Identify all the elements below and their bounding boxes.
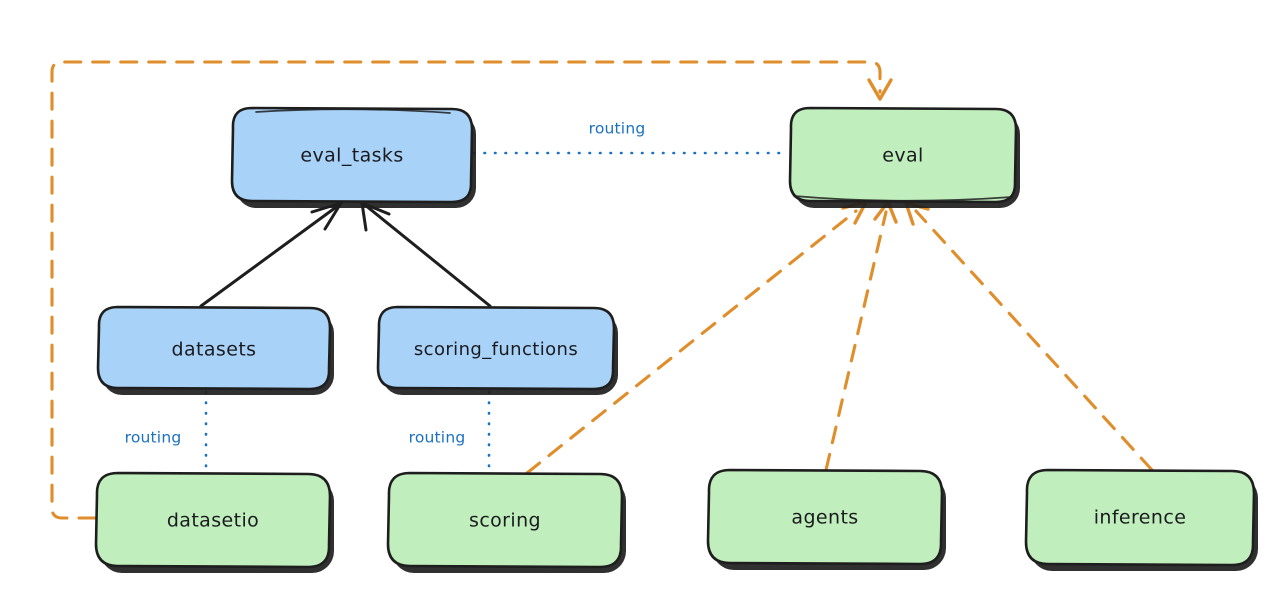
node-datasetio[interactable]: datasetio	[94, 471, 334, 573]
dependency-edge-agents-eval[interactable]	[824, 200, 898, 472]
node-eval[interactable]: eval	[788, 106, 1020, 208]
node-inference-outline	[1024, 468, 1256, 567]
node-scoring_functions-label: scoring_functions	[414, 339, 578, 360]
node-eval-fill	[790, 108, 1016, 202]
dependency-edge-inference-eval[interactable]	[904, 201, 1154, 472]
node-datasetio-label: datasetio	[167, 510, 259, 532]
node-eval-sketch	[793, 195, 1013, 202]
node-eval_tasks-outline	[230, 106, 474, 204]
node-agents-label: agents	[791, 507, 858, 529]
node-datasetio-fill	[96, 473, 330, 567]
node-eval-label: eval	[882, 145, 923, 167]
node-eval_tasks-sketch	[255, 108, 451, 114]
node-agents[interactable]: agents	[706, 468, 946, 570]
dependency-edges-group	[50, 60, 1154, 520]
node-inference[interactable]: inference	[1024, 468, 1258, 571]
node-datasets-outline	[96, 305, 332, 391]
node-eval_tasks-label: eval_tasks	[300, 145, 403, 167]
routing-label-scoring_functions-scoring: routing	[409, 429, 466, 447]
composition-edge-datasets-eval_tasks[interactable]	[199, 201, 343, 308]
node-inference-fill	[1026, 470, 1254, 565]
node-datasetio-outline	[94, 471, 332, 569]
dependency-edge-datasetio-eval[interactable]	[50, 60, 893, 520]
node-inference-label: inference	[1094, 507, 1187, 529]
routing-labels-group: routing routing routing	[125, 120, 646, 447]
node-scoring-outline	[386, 471, 624, 569]
node-datasets-label: datasets	[172, 339, 257, 361]
node-agents-fill	[708, 470, 942, 564]
node-agents-outline	[706, 468, 944, 566]
node-scoring-fill	[388, 473, 622, 567]
node-eval-outline	[788, 106, 1018, 204]
node-scoring_functions-outline	[376, 305, 616, 391]
composition-edge-scoring_functions-eval_tasks[interactable]	[360, 201, 492, 308]
node-scoring_functions-fill	[378, 307, 614, 389]
routing-label-datasets-datasetio: routing	[125, 429, 182, 447]
node-datasets-fill	[98, 307, 330, 389]
node-datasets[interactable]: datasets	[96, 305, 334, 395]
node-eval_tasks[interactable]: eval_tasks	[230, 106, 476, 208]
routing-label-eval_tasks-eval: routing	[589, 120, 646, 138]
routing-edges-group	[204, 151, 790, 473]
node-eval_tasks-fill	[232, 108, 472, 202]
node-scoring[interactable]: scoring	[386, 471, 626, 573]
composition-edges-group	[199, 201, 492, 308]
node-scoring_functions[interactable]: scoring_functions	[376, 305, 618, 395]
node-scoring-label: scoring	[469, 510, 541, 532]
